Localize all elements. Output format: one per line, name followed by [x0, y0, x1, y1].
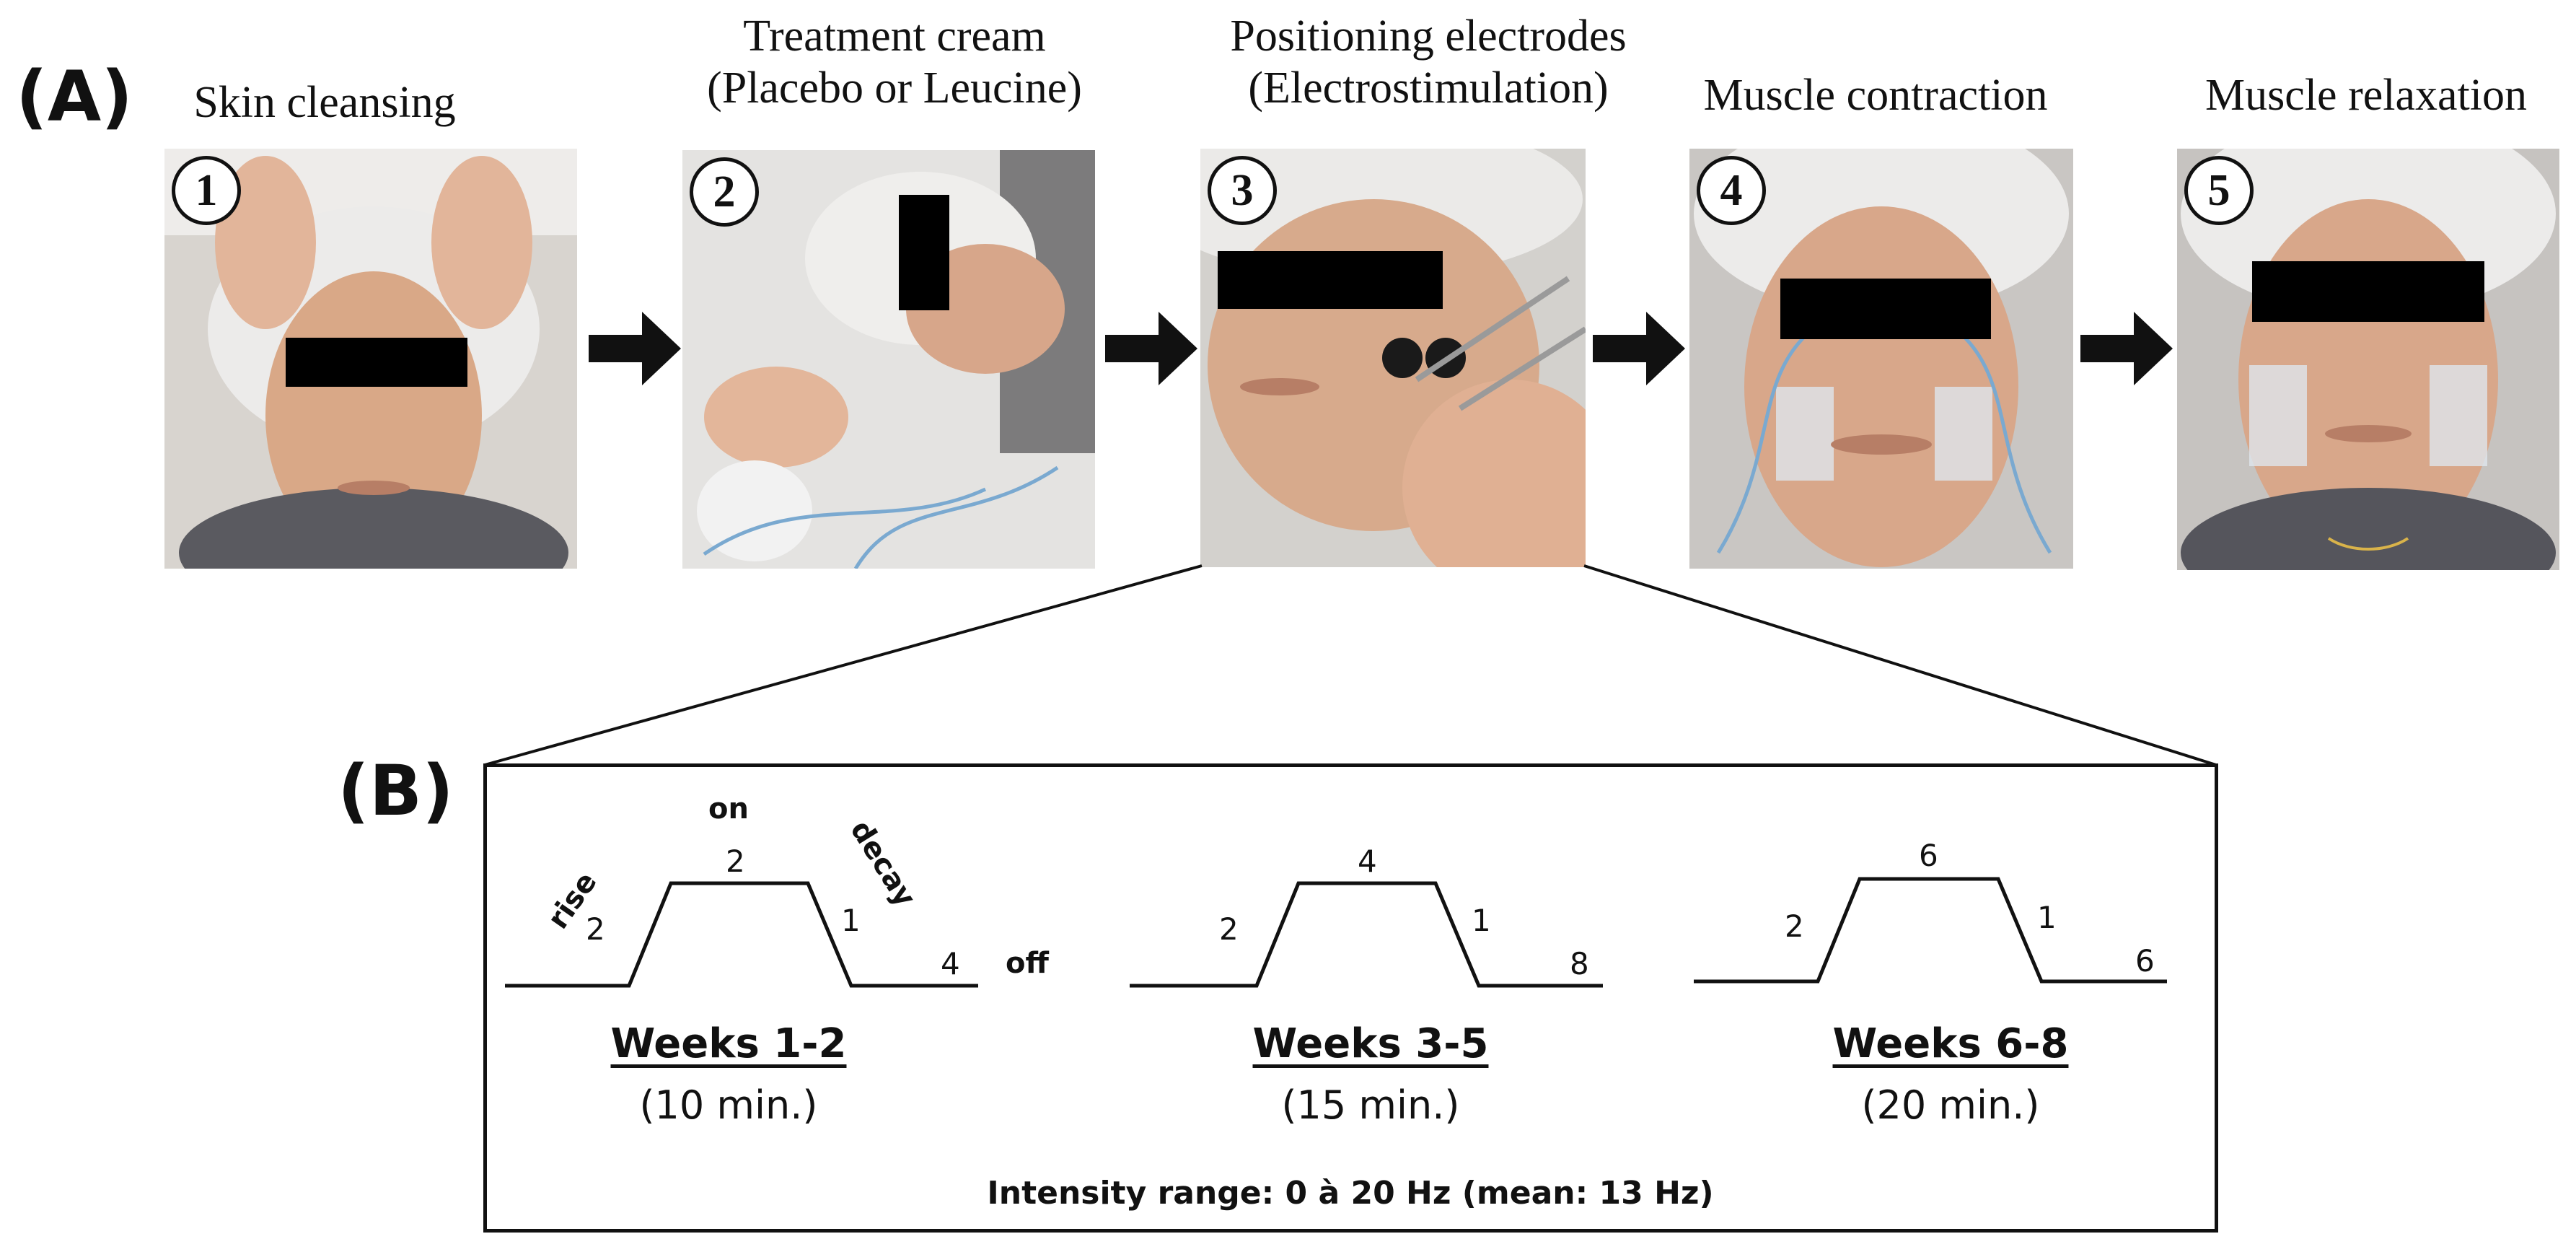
photo-muscle-contraction-art — [1689, 149, 2073, 569]
redaction-bar-2 — [899, 195, 949, 310]
step-badge-1: 1 — [172, 156, 241, 225]
step-title-4: Muscle contraction — [1703, 71, 2048, 120]
rise-value-1: 2 — [586, 911, 605, 947]
waveform-weeks-6-8 — [1694, 877, 2167, 984]
photo-treatment-cream: 2 — [682, 150, 1095, 569]
off-value-1: 4 — [941, 946, 960, 981]
rise-value-3: 2 — [1785, 909, 1804, 944]
step-title-3-text: Positioning electrodes (Electrostimulati… — [1230, 12, 1627, 113]
waveform-weeks-1-2 — [505, 881, 978, 988]
photo-treatment-cream-art — [682, 150, 1095, 569]
step-title-5: Muscle relaxation — [2205, 71, 2527, 120]
off-value-3: 6 — [2135, 943, 2155, 979]
weeks-label-1: Weeks 1-2 — [610, 1020, 847, 1067]
panel-a-label: (A) — [16, 56, 133, 137]
step-title-1: Skin cleansing — [193, 78, 456, 127]
arrow-right-icon — [1593, 312, 1685, 385]
arrow-right-icon — [2080, 312, 2173, 385]
decay-value-1: 1 — [841, 903, 861, 938]
stimulation-protocol-box — [483, 763, 2218, 1233]
off-label: off — [1006, 947, 1049, 980]
zoom-line-left — [484, 564, 1203, 766]
waveform-weeks-3-5 — [1130, 881, 1603, 988]
decay-value-3: 1 — [2037, 900, 2057, 935]
decay-label: decay — [844, 815, 923, 913]
step-badge-2: 2 — [690, 157, 759, 227]
arrow-right-icon — [589, 312, 681, 385]
weeks-label-2: Weeks 3-5 — [1252, 1020, 1489, 1067]
redaction-bar-5 — [2252, 261, 2484, 322]
on-value-3: 6 — [1919, 838, 1938, 873]
panel-b-label: (B) — [338, 750, 454, 831]
duration-label-1: (10 min.) — [639, 1082, 818, 1128]
step-title-2: Treatment cream (Placebo or Leucine) — [635, 10, 1154, 114]
step-title-3: Positioning electrodes (Electrostimulati… — [1154, 10, 1702, 114]
redaction-bar-1 — [286, 338, 467, 387]
redaction-bar-3 — [1218, 251, 1443, 309]
redaction-bar-4 — [1780, 279, 1991, 339]
step-title-2-text: Treatment cream (Placebo or Leucine) — [707, 12, 1082, 113]
decay-value-2: 1 — [1472, 903, 1491, 938]
step-badge-5: 5 — [2184, 156, 2254, 225]
rise-value-2: 2 — [1219, 911, 1239, 947]
photo-muscle-relaxation: 5 — [2177, 149, 2559, 570]
step-badge-3: 3 — [1208, 156, 1277, 225]
intensity-range: Intensity range: 0 à 20 Hz (mean: 13 Hz) — [987, 1175, 1714, 1212]
on-value-1: 2 — [726, 844, 745, 879]
step-badge-4: 4 — [1697, 156, 1766, 225]
off-value-2: 8 — [1570, 946, 1589, 981]
photo-positioning-electrodes: 3 — [1200, 149, 1586, 567]
arrow-right-icon — [1105, 312, 1197, 385]
photo-skin-cleansing: 1 — [164, 149, 577, 569]
on-value-2: 4 — [1358, 844, 1377, 879]
on-label: on — [708, 792, 749, 826]
zoom-line-right — [1583, 564, 2217, 766]
duration-label-3: (20 min.) — [1861, 1082, 2040, 1128]
duration-label-2: (15 min.) — [1281, 1082, 1460, 1128]
weeks-label-3: Weeks 6-8 — [1832, 1020, 2069, 1067]
photo-muscle-contraction: 4 — [1689, 149, 2073, 569]
